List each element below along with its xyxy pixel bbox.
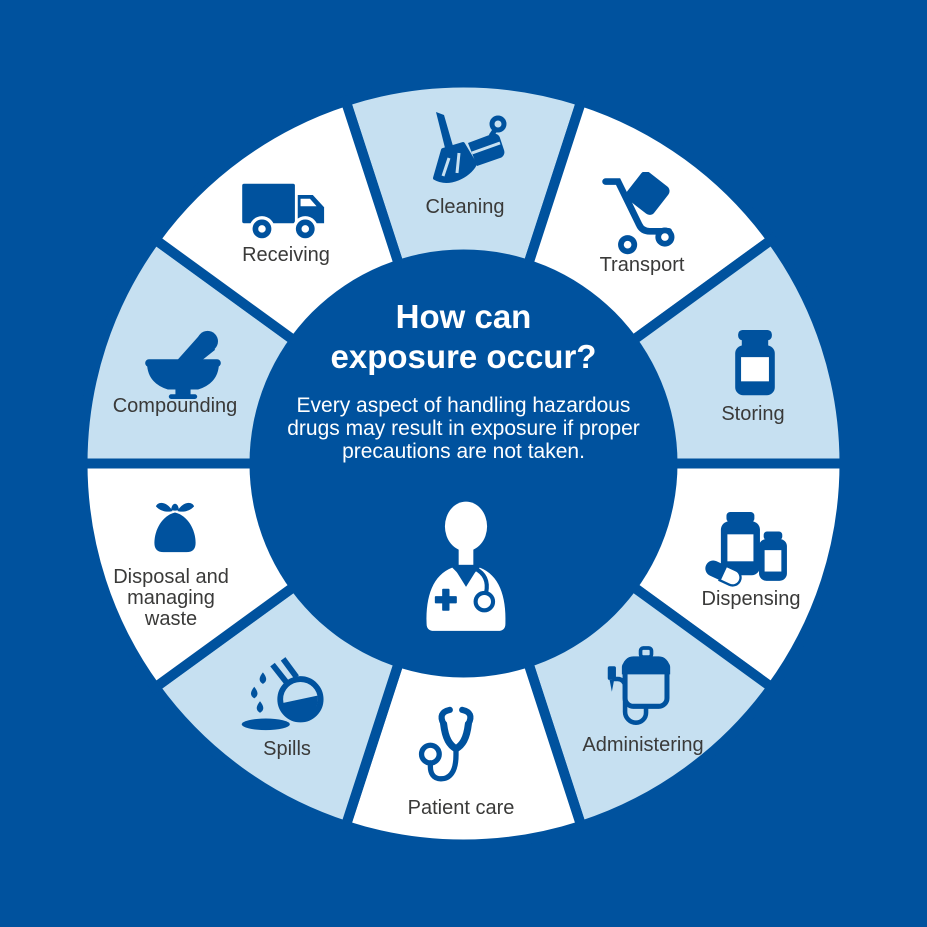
segment-label-spills: Spills	[263, 738, 311, 760]
segment-receiving	[238, 179, 333, 243]
center-figure	[411, 489, 521, 639]
center-body-text: Every aspect of handling hazardous drugs…	[287, 394, 640, 464]
segment-cleaning	[405, 112, 509, 206]
pill-bottles-and-capsule-icon	[705, 512, 787, 587]
waste-bag-icon	[154, 502, 196, 553]
segment-dispensing	[700, 512, 792, 592]
segment-label-storing: Storing	[721, 403, 785, 425]
segment-label-compounding: Compounding	[112, 395, 238, 417]
segment-label-cleaning: Cleaning	[425, 196, 505, 218]
segment-label-transport: Transport	[599, 254, 685, 276]
iv-bag-icon	[607, 646, 671, 725]
stethoscope-icon	[418, 706, 474, 782]
center-title-line-1: How can	[395, 298, 532, 335]
segment-patient-care	[418, 703, 494, 791]
segment-label-dispensing: Dispensing	[701, 588, 801, 610]
healthcare-worker-icon	[426, 501, 506, 631]
segment-administering	[595, 643, 677, 735]
segment-compounding	[140, 329, 226, 399]
segment-transport	[595, 172, 687, 260]
medicine-jar-icon	[735, 330, 775, 396]
segment-label-patient-care: Patient care	[407, 797, 515, 819]
segment-label-receiving: Receiving	[242, 244, 330, 266]
spilled-flask-icon	[241, 657, 324, 731]
hand-truck-icon	[602, 172, 675, 255]
broom-and-dustpan-icon	[433, 112, 507, 183]
segment-label-disposal: Disposal and managing waste	[113, 566, 229, 631]
center-circle	[249, 249, 678, 678]
mortar-and-pestle-icon	[145, 330, 221, 399]
center-title-line-2: exposure occur?	[330, 337, 597, 375]
segment-spills	[239, 655, 333, 732]
segment-label-administering: Administering	[582, 734, 704, 756]
delivery-truck-icon	[242, 183, 325, 242]
segment-disposal	[146, 490, 204, 564]
segment-storing	[733, 326, 777, 400]
center-title: How can exposure occur?	[294, 297, 634, 376]
